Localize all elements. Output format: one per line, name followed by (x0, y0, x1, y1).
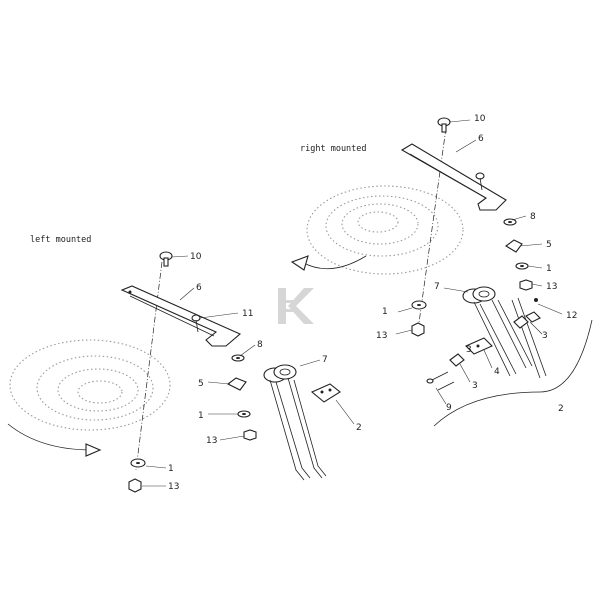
left-clip-5 (226, 377, 247, 391)
right-rotation-arrow (290, 255, 367, 271)
right-bolt (475, 172, 485, 191)
left-washer-1 (237, 410, 251, 418)
callout-right-1: 1 (546, 264, 552, 274)
callout-left-2: 2 (356, 423, 362, 433)
callout-right-9: 9 (446, 403, 452, 413)
left-holder-arm (120, 285, 242, 347)
right-stack-washer-8 (503, 218, 517, 226)
watermark-logo (278, 288, 314, 324)
callout-right-3-lower: 3 (472, 381, 478, 391)
left-rotation-arrow (7, 423, 102, 457)
left-clamp-2 (310, 383, 341, 403)
right-clip-5 (505, 239, 523, 253)
callout-left-7: 7 (322, 355, 328, 365)
right-bolt-9 (426, 371, 455, 391)
callout-right-3-upper: 3 (542, 331, 548, 341)
callout-left-bottom-13: 13 (168, 482, 179, 492)
right-clamp-12 (525, 298, 541, 323)
right-knob (437, 117, 451, 133)
callout-right-7: 7 (434, 282, 440, 292)
left-nut-13 (243, 429, 257, 441)
callout-right-5: 5 (546, 240, 552, 250)
left-knob (159, 251, 173, 267)
left-stack-washer-8 (231, 354, 245, 362)
callout-left-bottom-1: 1 (168, 464, 174, 474)
right-washer-1 (515, 262, 529, 270)
callout-left-10: 10 (190, 252, 202, 262)
right-bottom-nut-13 (411, 322, 425, 337)
right-clamp-3-lower (449, 353, 465, 367)
callout-left-8: 8 (257, 340, 263, 350)
right-rotor-disc (306, 185, 464, 275)
callout-right-13: 13 (546, 282, 557, 292)
right-clamp-3-upper (513, 315, 529, 329)
callout-right-10: 10 (474, 114, 486, 124)
right-bottom-washer-1 (411, 300, 427, 310)
callout-left-6: 6 (196, 283, 202, 293)
caption-left-mounted: left mounted (30, 235, 91, 245)
callout-right-8: 8 (530, 212, 536, 222)
callout-right-bottom-13: 13 (376, 331, 387, 341)
left-center-axis (135, 261, 163, 471)
callout-right-2: 2 (558, 404, 564, 414)
callout-right-4: 4 (494, 367, 500, 377)
left-bottom-washer-1 (130, 458, 146, 468)
callout-left-1: 1 (198, 411, 204, 421)
callout-right-6: 6 (478, 134, 484, 144)
right-group-bracket (433, 319, 593, 427)
left-bottom-nut-13 (128, 478, 142, 493)
callout-left-11: 11 (242, 309, 253, 319)
callout-right-3-side: 3 (466, 345, 472, 355)
callout-right-bottom-1: 1 (382, 307, 388, 317)
right-spring-tine (462, 286, 547, 379)
right-holder-arm (400, 143, 507, 211)
callout-left-5: 5 (198, 379, 204, 389)
left-spring-tine (263, 364, 327, 481)
callout-left-13: 13 (206, 436, 217, 446)
left-rotor-disc (9, 339, 171, 431)
right-nut-13 (519, 279, 533, 291)
callout-right-12: 12 (566, 311, 577, 321)
right-clamp-4 (465, 337, 493, 355)
caption-right-mounted: right mounted (300, 144, 367, 154)
